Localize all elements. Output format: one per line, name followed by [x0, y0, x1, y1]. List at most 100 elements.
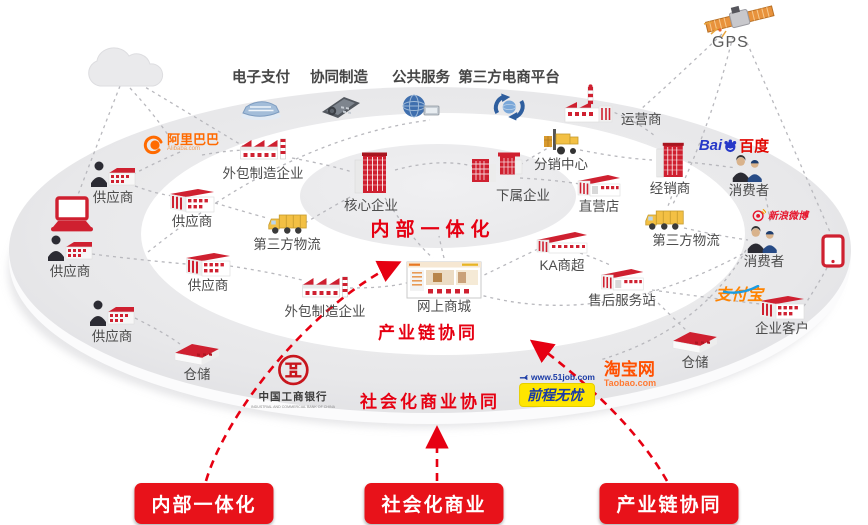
building-icon — [170, 189, 215, 213]
node-third-party-logistics-left: 第三方物流 — [253, 211, 321, 253]
legend-arrows — [204, 260, 669, 482]
node-outsourced-manufacturer-bottom: 外包制造企业 — [285, 274, 366, 320]
service-1: 电子支付 — [232, 66, 290, 121]
legend-button-2[interactable]: 社会化商业 — [364, 483, 504, 524]
platform-icon — [493, 93, 525, 121]
node-subsidiary-enterprise: 下属企业 — [468, 150, 550, 204]
node-label: 直营店 — [578, 199, 620, 214]
buildings2-icon — [472, 152, 523, 182]
node-ka-supermarket: KA商超 — [535, 230, 589, 274]
node-label: 运营商 — [621, 112, 662, 128]
legend-button-3[interactable]: 产业链协同 — [599, 483, 739, 524]
supermarket-icon — [536, 232, 588, 254]
node-supplier-1: 供应商 — [89, 160, 137, 206]
node-dealer: 经销商 — [649, 139, 691, 197]
icbc-emblem-icon — [277, 354, 309, 386]
node-label: 消费者 — [728, 183, 770, 198]
alipay-logo: 支付宝 — [714, 285, 764, 304]
people-icon — [748, 226, 777, 253]
factory-icon — [301, 276, 348, 298]
truck-icon — [645, 210, 684, 230]
node-consumer-1: 消费者 — [728, 155, 770, 199]
zone-label-social-business: 社会化商业协同 — [360, 392, 500, 412]
node-outsourced-manufacturer-top: 外包制造企业 — [223, 136, 304, 182]
node-label: KA商超 — [539, 258, 585, 273]
service-2: 协同制造 — [310, 66, 368, 119]
phone-icon — [821, 234, 845, 268]
node-label: 消费者 — [743, 254, 785, 269]
node-label: 仓储 — [681, 355, 709, 370]
node-consumer-2: 消费者 — [743, 226, 785, 270]
service-3: 公共服务 — [392, 66, 450, 121]
people-icon — [733, 155, 762, 182]
building-icon — [760, 296, 805, 320]
node-label: 第三方物流 — [253, 237, 321, 252]
person-building-icon — [91, 161, 136, 187]
factory-icon — [239, 138, 286, 160]
gps-satellite-icon — [700, 0, 780, 43]
node-label: 下属企业 — [496, 188, 550, 203]
store-icon — [577, 175, 621, 197]
node-label: 外包制造企业 — [284, 304, 366, 319]
node-label: 仓储 — [183, 367, 211, 382]
tallbuilding-icon — [354, 152, 387, 194]
building-icon — [186, 253, 231, 277]
node-label: 供应商 — [49, 264, 91, 279]
baidu-paw-icon — [724, 139, 737, 153]
tallbuilding2-icon — [656, 142, 684, 178]
truck-icon — [268, 214, 307, 234]
node-operator: 运营商 — [563, 84, 662, 128]
node-supplier-5: 供应商 — [88, 299, 136, 345]
node-label: 企业客户 — [755, 321, 809, 336]
forklift-icon — [544, 129, 579, 155]
service-4: 第三方电商平台 — [458, 66, 560, 121]
node-label: 经销商 — [649, 181, 691, 196]
node-warehouse-left: 仓储 — [173, 341, 221, 383]
node-laptop — [48, 196, 96, 238]
node-label: 网上商城 — [417, 299, 471, 314]
service-label: 协同制造 — [310, 70, 368, 86]
node-warehouse-right: 仓储 — [671, 329, 719, 371]
weibo-logo: 新浪微博 — [752, 207, 808, 222]
node-mobile — [821, 234, 845, 268]
node-after-sales-station: 售后服务站 — [588, 267, 656, 309]
gps-label: GPS — [712, 34, 749, 51]
laptop-icon — [51, 196, 93, 232]
node-label: 外包制造企业 — [222, 166, 304, 181]
node-label: 供应商 — [171, 214, 213, 229]
zone-label-internal-integration: 内部一体化 — [370, 219, 496, 241]
node-direct-store: 直营店 — [576, 173, 622, 215]
node-supplier-2: 供应商 — [168, 186, 216, 230]
alipay-swoosh-icon — [722, 285, 760, 294]
zone-label-industry-chain: 产业链协同 — [378, 323, 478, 343]
webpage-icon — [406, 261, 482, 299]
node-supplier-4: 供应商 — [184, 250, 232, 294]
service-label: 电子支付 — [232, 70, 290, 86]
node-online-mall: 网上商城 — [406, 261, 482, 315]
service-label: 第三方电商平台 — [458, 70, 560, 86]
warehouse-icon — [174, 344, 219, 366]
node-enterprise-customer: 企业客户 — [755, 293, 809, 337]
legend-button-1[interactable]: 内部一体化 — [134, 483, 274, 524]
node-distribution-center: 分销中心 — [534, 127, 588, 173]
person-building-icon — [48, 235, 93, 261]
node-label: 第三方物流 — [652, 233, 720, 248]
node-label: 分销中心 — [534, 157, 588, 172]
weibo-eye-icon — [752, 208, 766, 221]
person-building-icon — [90, 300, 135, 326]
node-label: 售后服务站 — [588, 293, 656, 308]
cloud-icon — [78, 46, 170, 95]
node-label: 核心企业 — [344, 198, 398, 213]
node-third-party-logistics-right: 第三方物流 — [630, 207, 720, 249]
store-icon — [600, 269, 644, 291]
node-supplier-3: 供应商 — [46, 234, 94, 280]
alibaba-swoosh-icon — [143, 135, 163, 155]
keyboard-icon — [241, 101, 281, 120]
node-label: 供应商 — [92, 190, 134, 205]
